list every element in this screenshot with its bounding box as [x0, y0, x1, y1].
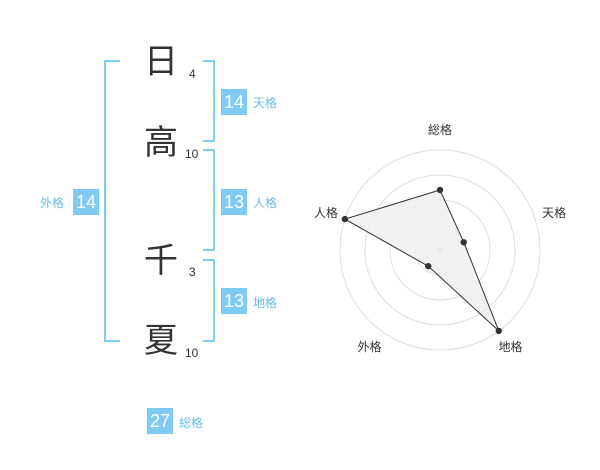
gaikaku-bracket — [104, 60, 120, 342]
radar-axis-label: 天格 — [542, 205, 566, 220]
radar-point-1 — [436, 186, 444, 194]
soukaku-label: 総格 — [179, 416, 204, 430]
chikaku-bracket — [203, 259, 215, 342]
radar-axis-label: 人格 — [314, 205, 338, 220]
radar-axis-label: 外格 — [357, 339, 381, 354]
radar-point-3 — [495, 327, 502, 335]
jinkaku-bracket — [203, 149, 215, 251]
gaikaku-label: 外格 — [40, 196, 65, 210]
gaikaku-score: 14 — [73, 189, 99, 215]
radar-ring — [364, 174, 516, 326]
name-char-4-strokes: 10 — [185, 346, 199, 360]
radar-point-2 — [460, 239, 467, 246]
chikaku-score: 13 — [221, 288, 247, 314]
radar-ring — [339, 149, 541, 351]
name-char-3-strokes: 3 — [189, 265, 196, 279]
name-char-2: 高 — [144, 123, 178, 163]
radar-axis-label: 総格 — [428, 122, 452, 137]
soukaku-score: 27 — [147, 408, 173, 434]
radar-points — [341, 186, 502, 335]
name-char-1-strokes: 4 — [189, 67, 196, 81]
name-char-1: 日 — [144, 42, 178, 82]
tenkaku-label: 天格 — [253, 96, 278, 110]
radar-point-5 — [341, 215, 349, 223]
radar-polygon — [343, 189, 500, 332]
tenkaku-score: 14 — [221, 89, 247, 115]
name-char-4: 夏 — [144, 321, 178, 361]
chikaku-label: 地格 — [253, 296, 278, 310]
jinkaku-label: 人格 — [253, 196, 278, 210]
jinkaku-score: 13 — [221, 189, 247, 215]
tenkaku-bracket — [203, 60, 215, 142]
name-char-2-strokes: 10 — [185, 147, 199, 161]
name-char-3: 千 — [144, 241, 178, 281]
radar-axis-label: 地格 — [499, 339, 523, 354]
radar-area — [343, 189, 500, 332]
radar-point-4 — [425, 262, 432, 270]
